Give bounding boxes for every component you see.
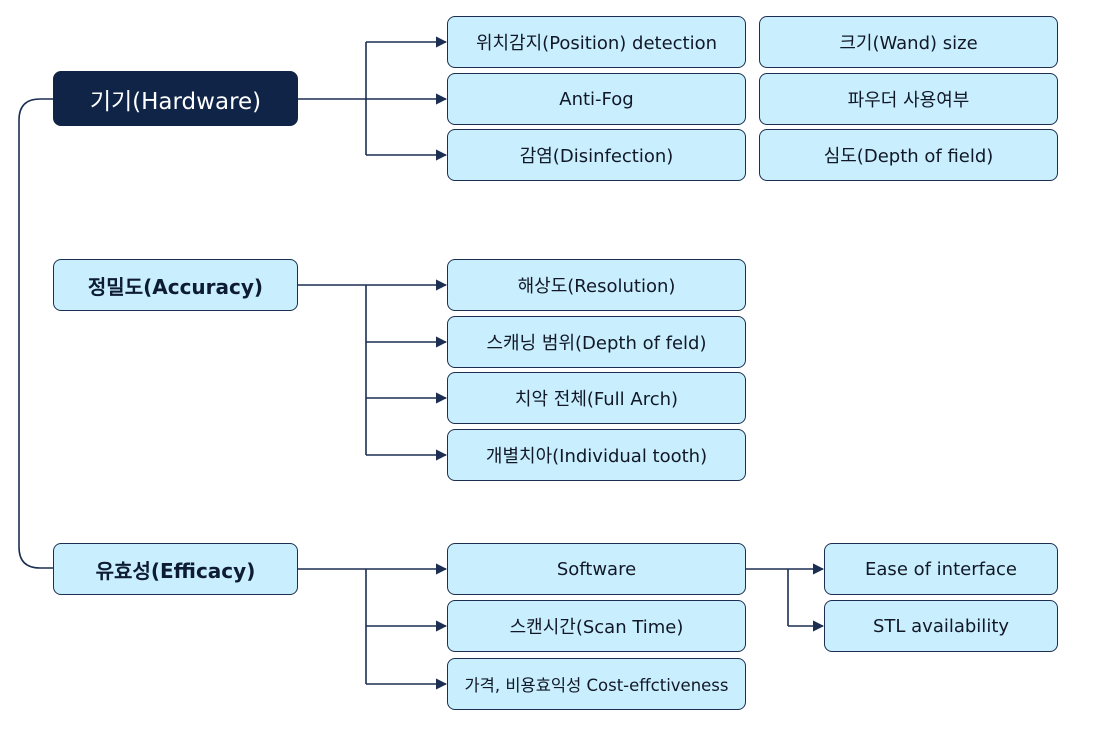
- category-hardware-label: 기기(Hardware): [89, 88, 262, 115]
- node-position-detection: 위치감지(Position) detection: [447, 16, 746, 68]
- node-scan-time: 스캔시간(Scan Time): [447, 600, 746, 652]
- node-anti-fog: Anti-Fog: [447, 73, 746, 125]
- node-label: 스캔시간(Scan Time): [509, 617, 684, 638]
- efficacy-trunk: [298, 568, 367, 684]
- node-powder-usage: 파우더 사용여부: [759, 73, 1058, 125]
- category-efficacy-label: 유효성(Efficacy): [95, 558, 256, 583]
- node-wand-size: 크기(Wand) size: [759, 16, 1058, 68]
- accuracy-trunk: [298, 284, 367, 455]
- software-trunk: [746, 568, 789, 626]
- category-hardware: 기기(Hardware): [53, 71, 298, 126]
- node-label: 치악 전체(Full Arch): [514, 389, 679, 410]
- node-full-arch: 치악 전체(Full Arch): [447, 372, 746, 424]
- category-spine: [18, 98, 53, 569]
- category-accuracy-label: 정밀도(Accuracy): [87, 274, 264, 299]
- node-label: 위치감지(Position) detection: [475, 33, 718, 54]
- node-label: 파우더 사용여부: [847, 90, 970, 111]
- node-label: 스캐닝 범위(Depth of feld): [486, 333, 707, 354]
- node-disinfection: 감염(Disinfection): [447, 129, 746, 181]
- node-label: 크기(Wand) size: [839, 33, 978, 54]
- node-label: 심도(Depth of field): [823, 146, 994, 167]
- node-label: STL availability: [872, 615, 1010, 637]
- node-label: 해상도(Resolution): [517, 276, 676, 297]
- node-software: Software: [447, 543, 746, 595]
- node-ease-of-interface: Ease of interface: [824, 543, 1058, 595]
- hardware-trunk: [298, 42, 367, 155]
- node-resolution: 해상도(Resolution): [447, 259, 746, 311]
- node-label: Anti-Fog: [559, 88, 634, 110]
- node-cost-effectiveness: 가격, 비용효익성 Cost-effctiveness: [447, 658, 746, 710]
- node-label: 감염(Disinfection): [519, 146, 674, 167]
- category-efficacy: 유효성(Efficacy): [53, 543, 298, 595]
- node-label: 개별치아(Individual tooth): [485, 446, 708, 467]
- node-label: 가격, 비용효익성 Cost-effctiveness: [464, 676, 729, 695]
- node-label: Ease of interface: [865, 558, 1017, 580]
- node-depth-of-field: 심도(Depth of field): [759, 129, 1058, 181]
- category-accuracy: 정밀도(Accuracy): [53, 259, 298, 311]
- node-label: Software: [556, 558, 637, 580]
- node-stl-availability: STL availability: [824, 600, 1058, 652]
- node-individual-tooth: 개별치아(Individual tooth): [447, 429, 746, 481]
- node-scanning-range: 스캐닝 범위(Depth of feld): [447, 316, 746, 368]
